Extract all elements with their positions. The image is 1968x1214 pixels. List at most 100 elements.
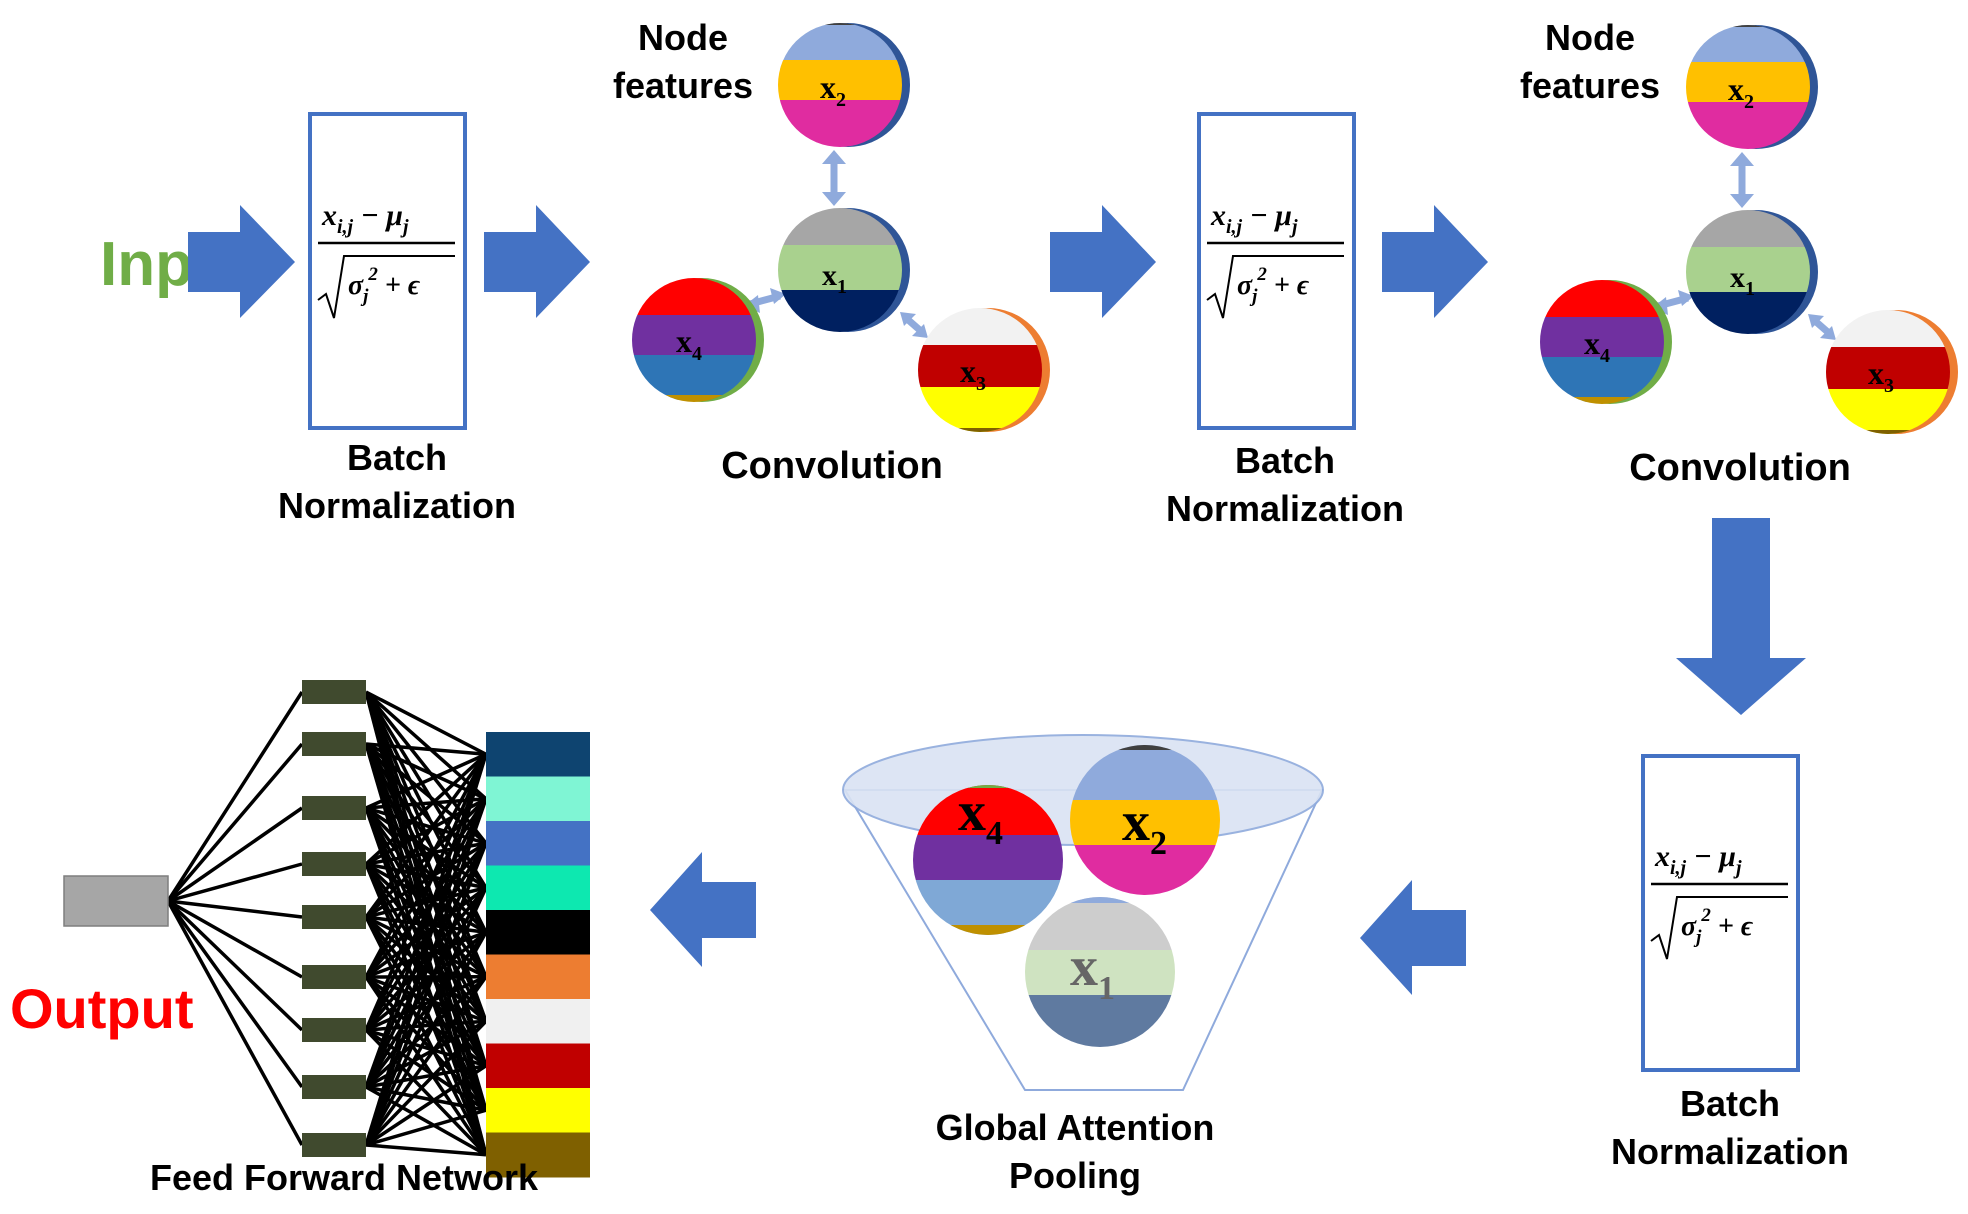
ffn-hidden-node	[302, 1133, 366, 1157]
svg-text:x2: x2	[820, 69, 846, 111]
ffn-connection	[166, 742, 304, 903]
ffn-connection	[364, 842, 488, 1031]
formula-sub: i,j	[337, 216, 354, 238]
arrow-down-icon	[1676, 518, 1806, 715]
ffn-label: Feed Forward Network	[150, 1157, 539, 1198]
svg-text:x1: x1	[1070, 936, 1115, 1007]
convolution-label: Convolution	[1629, 447, 1851, 489]
ffn-hidden-node	[302, 852, 366, 876]
formula-minus: − μ	[353, 199, 403, 232]
feature-vector-cell	[486, 1043, 590, 1089]
ffn-connection	[364, 753, 488, 919]
formula-minus: − μ	[1686, 840, 1736, 873]
ffn-connection	[364, 753, 488, 1146]
node-features-label: features	[613, 65, 753, 106]
arrow-right-icon	[484, 205, 590, 318]
formula-minus: − μ	[1242, 199, 1292, 232]
batch-norm-label: Normalization	[278, 485, 516, 526]
global-pooling-label: Pooling	[1009, 1155, 1141, 1196]
arrow-right-icon	[1050, 205, 1156, 318]
svg-text:x1: x1	[822, 259, 847, 298]
svg-text:σj2 + ϵ: σj2 + ϵ	[1681, 905, 1754, 948]
node-x4: x4	[632, 278, 764, 402]
ffn-connection	[167, 806, 303, 903]
ffn-connection	[365, 975, 487, 1032]
node-x3: x3	[918, 308, 1050, 432]
svg-text:xi,j − μj: xi,j − μj	[321, 199, 409, 238]
node-features-label: features	[1520, 65, 1660, 106]
node-x2: x2	[778, 23, 910, 147]
ffn-connection	[166, 900, 304, 1146]
ffn-connection	[364, 753, 488, 1088]
svg-text:x4: x4	[958, 781, 1003, 852]
feature-vector-cell	[486, 1132, 590, 1178]
feature-vector-cell	[486, 1088, 590, 1133]
ffn-hidden-node	[302, 965, 366, 989]
batch-norm-label: Normalization	[1166, 488, 1404, 529]
formula-numerator: x	[1654, 840, 1670, 873]
batch-norm-box: xi,j − μj σj2 + ϵ	[1197, 112, 1356, 430]
ffn-connection	[365, 742, 487, 756]
node-features-label: Node	[1545, 17, 1635, 58]
formula-eps: + ϵ	[1711, 911, 1754, 942]
ffn-connection	[364, 753, 488, 978]
node-features-label: Node	[638, 17, 728, 58]
batch-norm-box: xi,j − μj σj2 + ϵ	[1641, 754, 1800, 1072]
ffn-connection	[364, 886, 488, 1088]
ffn-connection	[364, 886, 488, 979]
node-x1: x1	[1686, 210, 1818, 334]
formula-sigma: σ	[1681, 911, 1697, 942]
ffn-hidden-node	[302, 1075, 366, 1099]
ffn-connection	[365, 690, 487, 756]
formula-eps: + ϵ	[378, 270, 421, 301]
ffn-connection	[364, 975, 488, 1089]
ffn-connection	[364, 886, 488, 1032]
ffn-hidden-node	[302, 732, 366, 756]
formula-sub: j	[400, 216, 409, 238]
feed-forward-network	[63, 680, 590, 1178]
ffn-connection	[365, 752, 487, 810]
ffn-connection	[364, 842, 488, 1088]
formula-sub: j	[1289, 216, 1298, 238]
ffn-connection	[364, 842, 488, 979]
formula-sub: j	[360, 286, 369, 307]
node-x2: x2	[1686, 25, 1818, 149]
ffn-connection	[364, 887, 488, 1146]
node-x3: x3	[1826, 310, 1958, 434]
arrow-left-icon	[1360, 880, 1466, 995]
svg-text:x3: x3	[1868, 355, 1894, 397]
ffn-hidden-node	[302, 1018, 366, 1042]
batch-norm-label: Batch	[1235, 440, 1335, 481]
ffn-connection	[364, 752, 488, 866]
ffn-connection	[167, 862, 303, 903]
output-label: Output	[10, 977, 193, 1040]
ffn-connection	[364, 798, 488, 1088]
formula-eps: + ϵ	[1267, 270, 1310, 301]
ffn-connection	[364, 753, 488, 1031]
feature-vector-cell	[486, 910, 590, 955]
formula-sigma: σ	[348, 270, 364, 301]
ffn-connection	[364, 797, 488, 1031]
formula-sub: j	[1249, 286, 1258, 307]
formula-sub: i,j	[1226, 216, 1243, 238]
global-pooling-label: Global Attention	[936, 1107, 1215, 1148]
arrow-right-icon	[1382, 205, 1488, 318]
feature-vector-cell	[486, 776, 590, 822]
formula-sup: 2	[1256, 264, 1267, 285]
node-x1: x1	[778, 208, 910, 332]
formula-sup: 2	[1700, 905, 1711, 926]
ffn-connection	[364, 842, 488, 1146]
node-x4: x4	[1540, 280, 1672, 404]
svg-text:xi,j − μj: xi,j − μj	[1654, 840, 1742, 879]
batch-norm-label: Batch	[1680, 1083, 1780, 1124]
formula-sub: j	[1693, 927, 1702, 948]
formula-numerator: x	[321, 199, 337, 232]
formula-numerator: x	[1210, 199, 1226, 232]
svg-text:xi,j − μj: xi,j − μj	[1210, 199, 1298, 238]
ffn-connection	[364, 930, 488, 1032]
feature-vector-cell	[486, 999, 590, 1044]
svg-text:x4: x4	[1584, 325, 1610, 367]
ffn-output-node	[63, 875, 169, 927]
feature-vector-cell	[486, 954, 590, 1000]
